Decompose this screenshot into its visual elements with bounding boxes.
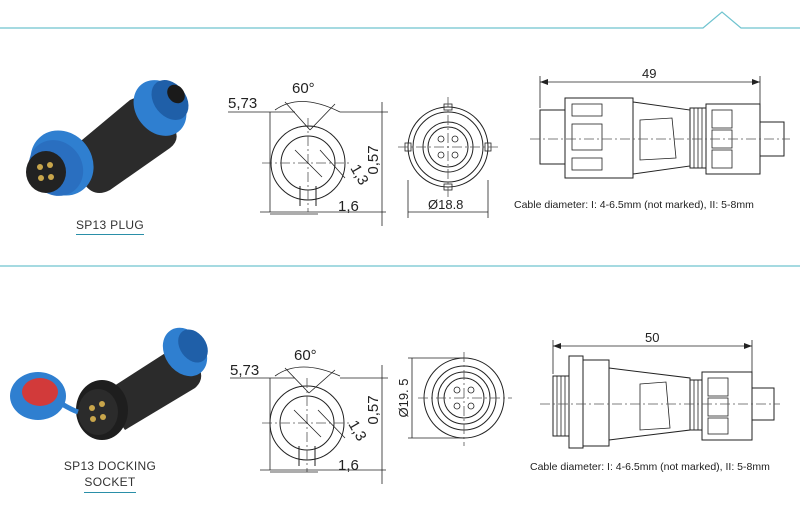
plug-length-label: 49 — [642, 66, 656, 81]
socket-angle-view — [230, 365, 388, 484]
plug-side-view — [530, 76, 790, 179]
socket-key-offset-label: 0,57 — [365, 395, 382, 424]
plug-key-width-label: 5,73 — [228, 95, 257, 112]
socket-gap-label: 1,6 — [338, 457, 359, 474]
plug-cable-note: Cable diameter: I: 4-6.5mm (not marked),… — [514, 199, 754, 211]
top-divider — [0, 11, 800, 29]
plug-gap-label: 1,6 — [338, 198, 359, 215]
socket-front-view — [408, 352, 512, 446]
socket-photo — [10, 327, 208, 440]
socket-key-width-label: 5,73 — [230, 362, 259, 379]
socket-caption-line1: SP13 DOCKING — [63, 459, 157, 473]
plug-key-offset-label: 0,57 — [365, 145, 382, 174]
plug-angle-view — [228, 101, 388, 226]
socket-side-view — [540, 340, 780, 449]
socket-caption-line2: SOCKET — [84, 474, 136, 493]
plug-angle-label: 60° — [292, 80, 315, 97]
socket-angle-label: 60° — [294, 347, 317, 364]
plug-caption: SP13 PLUG — [40, 218, 180, 235]
socket-caption: SP13 DOCKING SOCKET — [40, 458, 180, 493]
plug-photo — [26, 80, 189, 196]
socket-diameter-label: Ø19. 5 — [396, 378, 411, 417]
plug-diameter-label: Ø18.8 — [428, 197, 463, 212]
plug-caption-text: SP13 PLUG — [75, 218, 145, 235]
socket-length-label: 50 — [645, 330, 659, 345]
plug-front-view — [398, 97, 500, 218]
socket-cable-note: Cable diameter: I: 4-6.5mm (not marked),… — [530, 461, 770, 473]
